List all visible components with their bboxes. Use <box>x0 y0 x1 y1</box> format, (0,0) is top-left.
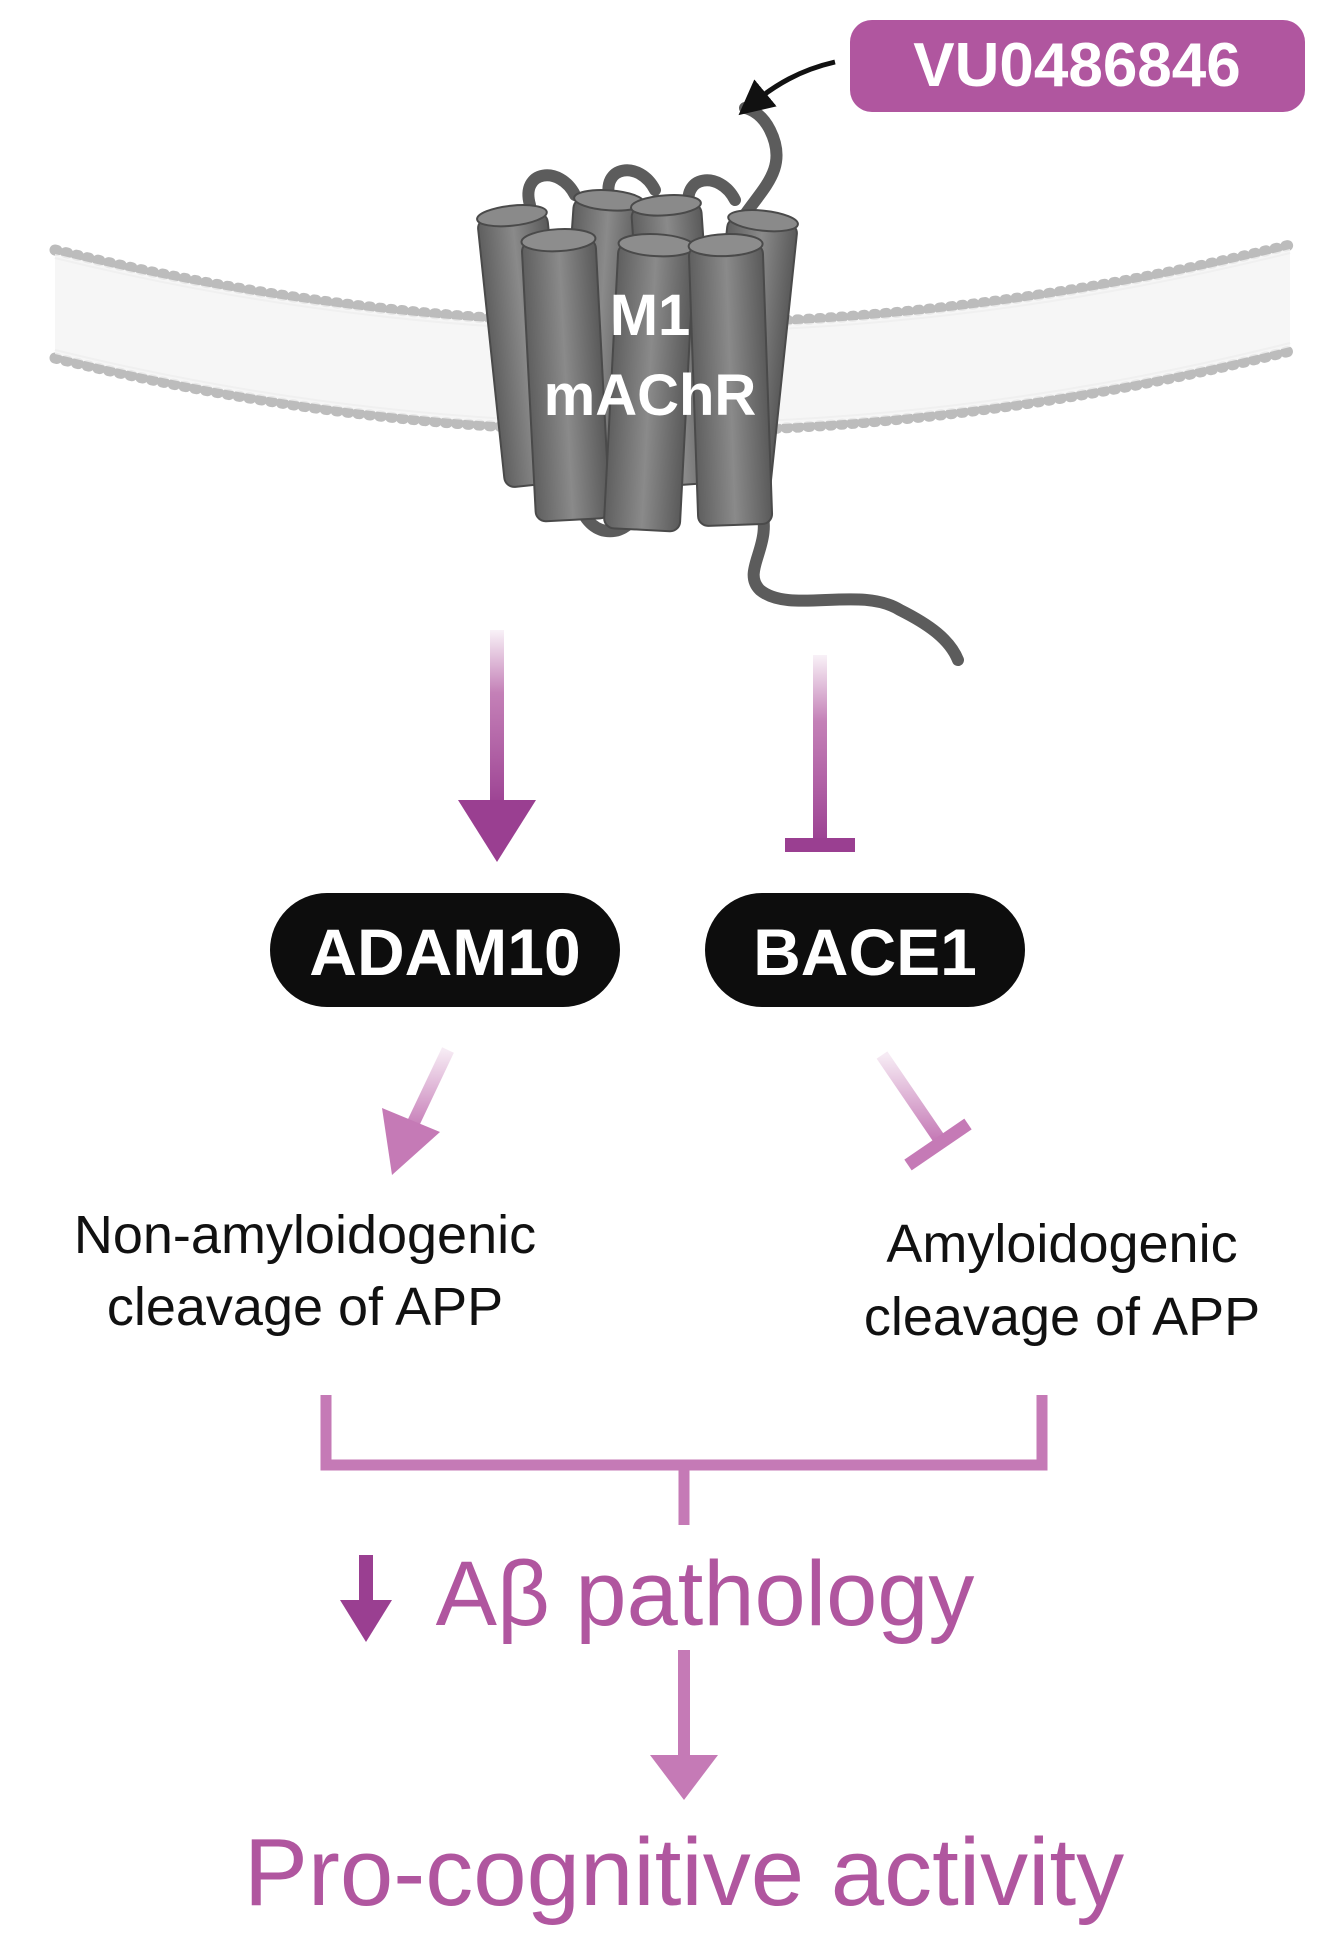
abeta-pathology-label: Aβ pathology <box>436 1543 975 1645</box>
amyloidogenic-line1: Amyloidogenic <box>886 1214 1237 1274</box>
drug-label: VU0486846 <box>913 31 1241 100</box>
drug-pill: VU0486846 <box>850 20 1305 112</box>
adam10-pill: ADAM10 <box>270 893 620 1007</box>
non-amyloidogenic-line2: cleavage of APP <box>107 1277 503 1337</box>
outcome-arrow <box>650 1650 718 1800</box>
inhibition-arrow-bace1 <box>785 655 855 852</box>
non-amyloidogenic-line1: Non-amyloidogenic <box>74 1205 536 1265</box>
bace1-inhibition-arrow <box>876 1051 972 1171</box>
decrease-arrow-icon <box>340 1555 392 1642</box>
m1-receptor-helices <box>476 189 799 533</box>
bace1-pill: BACE1 <box>705 893 1025 1007</box>
amyloidogenic-line2: cleavage of APP <box>864 1287 1260 1347</box>
adam10-label: ADAM10 <box>309 915 580 989</box>
bace1-label: BACE1 <box>753 915 977 989</box>
drug-binding-arrow <box>738 59 836 116</box>
merge-bracket <box>320 1395 1048 1525</box>
receptor-label-line2: mAChR <box>544 363 757 428</box>
activation-arrow-adam10 <box>458 630 536 862</box>
adam10-activation-arrow <box>382 1047 454 1175</box>
pro-cognitive-label: Pro-cognitive activity <box>244 1819 1124 1926</box>
receptor-label-line1: M1 <box>610 283 691 348</box>
